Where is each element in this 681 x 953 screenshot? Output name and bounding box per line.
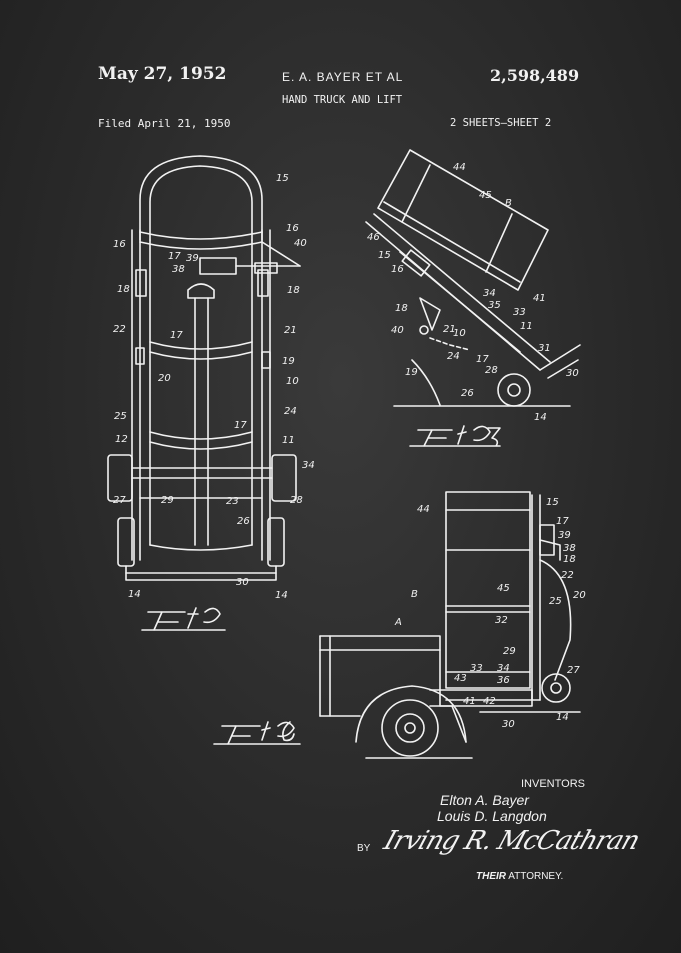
- callout: 15: [276, 173, 289, 184]
- figure-3-caption: [141, 607, 226, 631]
- callout: 32: [495, 615, 508, 626]
- callout: 17: [476, 354, 489, 365]
- figure-6-caption: [213, 721, 301, 745]
- callout: 45: [497, 583, 510, 594]
- callout: 30: [502, 719, 515, 730]
- callout: 11: [520, 321, 533, 332]
- callout: 44: [453, 162, 466, 173]
- callout: 35: [488, 300, 501, 311]
- callout: 39: [186, 253, 199, 264]
- callout: 30: [236, 577, 249, 588]
- callout: 34: [483, 288, 496, 299]
- callout: 43: [454, 673, 467, 684]
- callout: 17: [234, 420, 247, 431]
- callout: 36: [497, 675, 510, 686]
- by-label: BY: [357, 843, 371, 854]
- callout: 27: [567, 665, 580, 676]
- callout: 21: [443, 324, 456, 335]
- callout: 28: [485, 365, 498, 376]
- callout: 17: [168, 251, 181, 262]
- callout: 18: [287, 285, 300, 296]
- callout: 18: [563, 554, 576, 565]
- patent-date: May 27, 1952: [98, 64, 227, 84]
- callout: B: [505, 198, 512, 209]
- callout: 26: [237, 516, 250, 527]
- callout: 18: [395, 303, 408, 314]
- callout: 14: [275, 590, 288, 601]
- callout: 15: [546, 497, 559, 508]
- callout: 23: [226, 496, 239, 507]
- callout: 20: [158, 373, 171, 384]
- callout: 30: [566, 368, 579, 379]
- callout: 33: [513, 307, 526, 318]
- callout: 33: [470, 663, 483, 674]
- callout: 14: [556, 712, 569, 723]
- callout: 16: [113, 239, 126, 250]
- callout: 15: [378, 250, 391, 261]
- inventor-name-2: Louis D. Langdon: [437, 808, 547, 824]
- figure-3-drawing: [107, 155, 301, 581]
- callout: 25: [114, 411, 127, 422]
- callout: 10: [453, 328, 466, 339]
- callout: A: [394, 617, 402, 628]
- figure-5-caption: [409, 425, 501, 447]
- callout: 28: [290, 495, 303, 506]
- callout: 41: [533, 293, 546, 304]
- callout: 22: [113, 324, 126, 335]
- callout: 29: [503, 646, 516, 657]
- sheet-count: 2 SHEETS—SHEET 2: [450, 117, 552, 129]
- patent-number: 2,598,489: [490, 66, 580, 85]
- filed-date: Filed April 21, 1950: [98, 117, 231, 130]
- callout: 34: [497, 663, 510, 674]
- callout: 21: [284, 325, 297, 336]
- callout: 11: [282, 435, 295, 446]
- patent-title: HAND TRUCK AND LIFT: [282, 94, 403, 106]
- callout: 25: [549, 596, 562, 607]
- callout: 40: [391, 325, 404, 336]
- callout: 29: [161, 495, 174, 506]
- callout: 20: [573, 590, 586, 601]
- figure-5-drawing: [365, 149, 581, 407]
- callout: 31: [538, 343, 551, 354]
- callout: 45: [479, 190, 492, 201]
- callout: 24: [447, 351, 460, 362]
- fig3-callouts: 15 16 16 40 17 39 38 18 18 22 17 21 19 1…: [113, 173, 315, 601]
- callout: 34: [302, 460, 315, 471]
- callout: 46: [367, 232, 380, 243]
- callout: 38: [563, 543, 576, 554]
- callout: 41: [463, 696, 476, 707]
- callout: 17: [556, 516, 569, 527]
- callout: 16: [391, 264, 404, 275]
- callout: 14: [534, 412, 547, 423]
- callout: 39: [558, 530, 571, 541]
- callout: 19: [405, 367, 418, 378]
- attorney-signature: Irving R. McCathran: [380, 826, 643, 856]
- inventors-label: INVENTORS: [521, 778, 585, 790]
- callout: 44: [417, 504, 430, 515]
- callout: 19: [282, 356, 295, 367]
- callout: 14: [128, 589, 141, 600]
- inventor-short: E. A. BAYER ET AL: [282, 70, 404, 84]
- callout: 27: [113, 495, 126, 506]
- attorney-label: THEIR ATTORNEY.: [476, 871, 563, 882]
- callout: 10: [286, 376, 299, 387]
- callout: 18: [117, 284, 130, 295]
- callout: 17: [170, 330, 183, 341]
- attorney-label-bold: THEIR: [476, 871, 506, 882]
- callout: 40: [294, 238, 307, 249]
- attorney-label-text: ATTORNEY.: [506, 871, 564, 882]
- callout: 12: [115, 434, 128, 445]
- callout: B: [411, 589, 418, 600]
- callout: 26: [461, 388, 474, 399]
- fig5-callouts: 44 45 B 46 15 16 18 40 34 35 41 33 11 21…: [367, 162, 579, 423]
- callout: 42: [483, 696, 496, 707]
- callout: 16: [286, 223, 299, 234]
- callout: 38: [172, 264, 185, 275]
- figure-6-drawing: [319, 491, 581, 759]
- callout: 24: [284, 406, 297, 417]
- inventor-name-1: Elton A. Bayer: [440, 792, 529, 808]
- fig6-callouts: 15 44 17 39 38 18 22 B 45 25 20 32 A 29 …: [394, 497, 586, 730]
- callout: 22: [561, 570, 574, 581]
